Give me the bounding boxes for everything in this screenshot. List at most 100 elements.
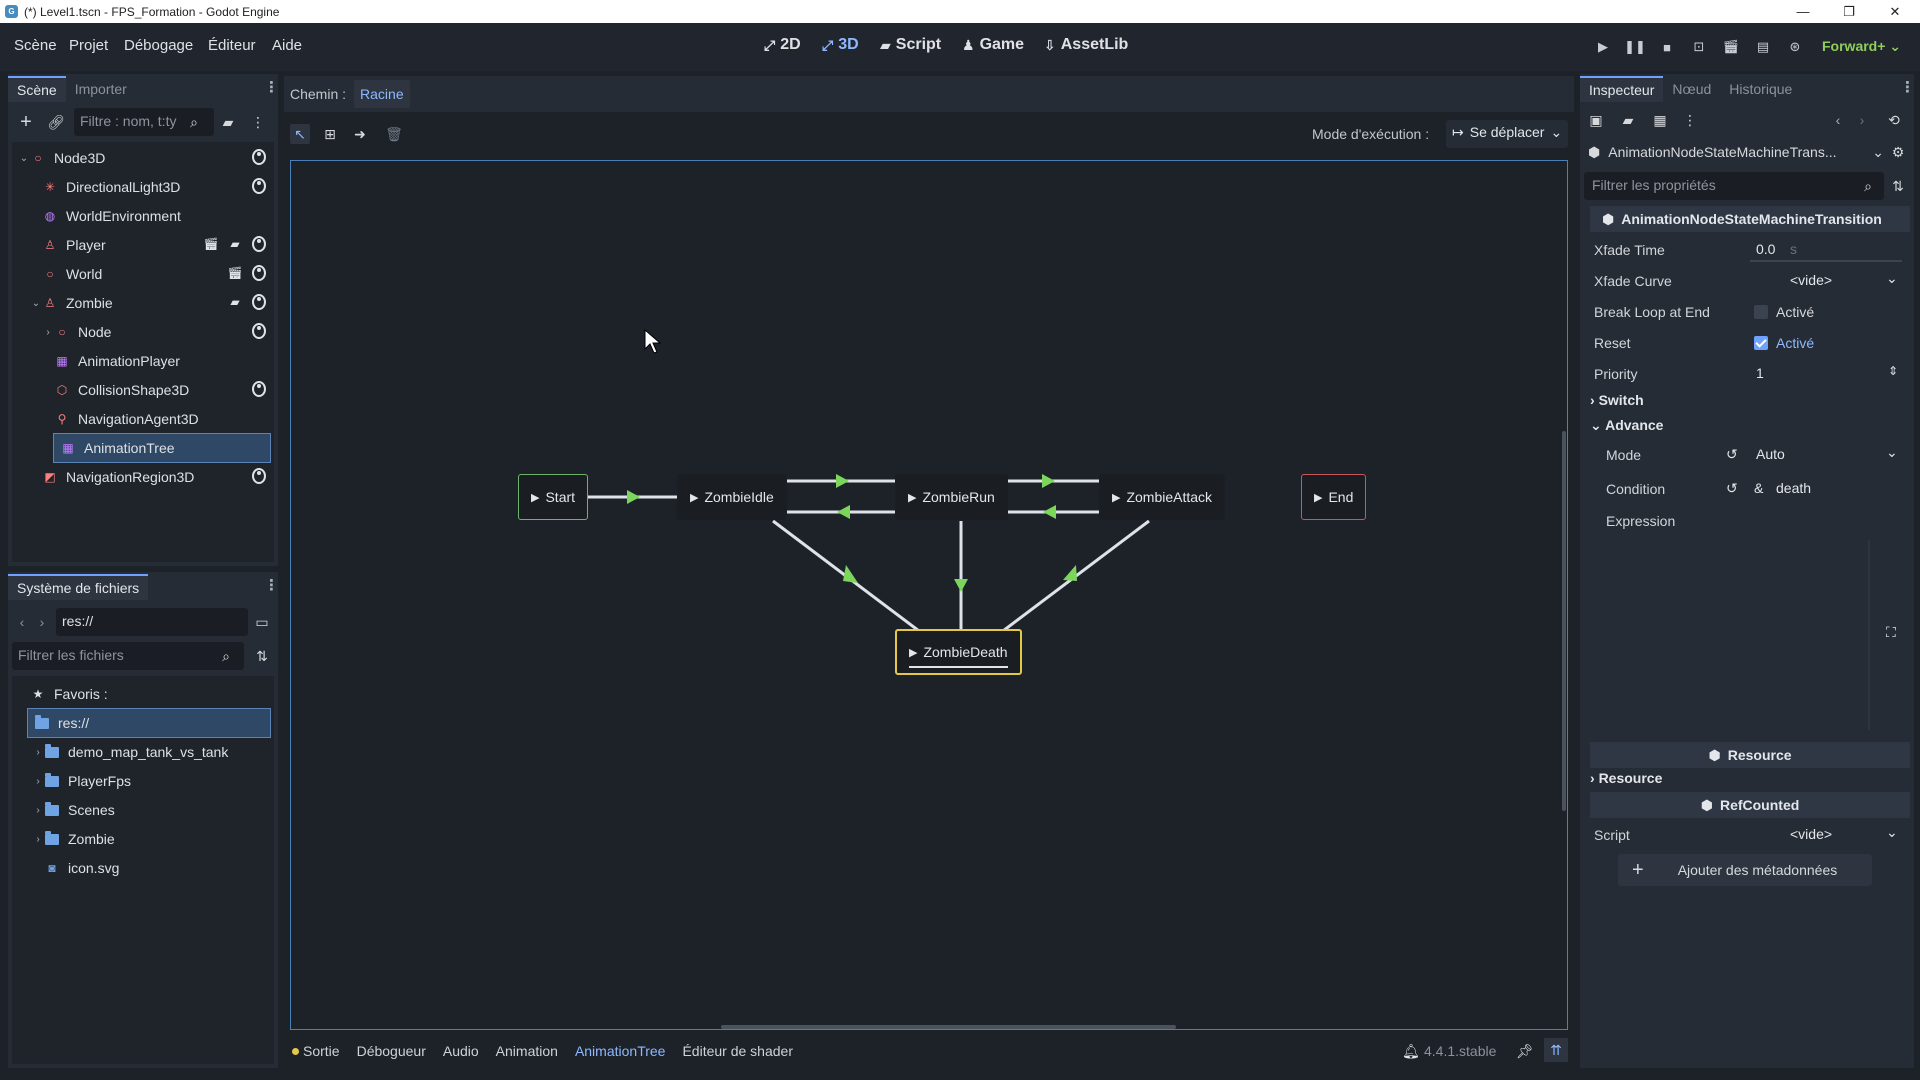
tab-animation[interactable]: Animation <box>495 1043 558 1059</box>
run-mode-select[interactable]: ↦ Se déplacer ⌄ <box>1446 120 1569 148</box>
tree-node-worldenvironment[interactable]: ◍ WorldEnvironment <box>12 202 274 230</box>
connect-tool-button[interactable]: ➜ <box>350 124 370 144</box>
tree-node-node[interactable]: › ○ Node <box>12 318 274 346</box>
tree-node-navigationregion3d[interactable]: ◩ NavigationRegion3D <box>12 463 274 491</box>
sort-button[interactable]: ⇅ <box>252 646 272 666</box>
version-label[interactable]: 4.4.1.stable <box>1424 1043 1497 1059</box>
attach-script-button[interactable]: ▰ <box>218 112 238 132</box>
filesystem-dock-menu-icon[interactable]: ⋮ <box>264 577 279 594</box>
expression-code-editor[interactable] <box>1600 540 1870 730</box>
close-button[interactable]: ✕ <box>1889 3 1901 19</box>
tree-node-world[interactable]: ○ World 🎬︎ <box>12 260 274 288</box>
play-icon[interactable]: ▶ <box>1112 491 1121 504</box>
visibility-eye-icon[interactable] <box>252 294 266 310</box>
workspace-game-button[interactable]: ♟Game <box>962 36 1025 53</box>
open-resource-button[interactable]: ▰ <box>1618 110 1638 130</box>
back-button[interactable]: ‹ <box>12 612 32 632</box>
open-in-editor-icon[interactable]: 🎬︎ <box>203 237 219 251</box>
folder-playerfps[interactable]: › PlayerFps <box>12 767 274 795</box>
play-icon[interactable]: ▶ <box>909 646 918 659</box>
scene-filter-input[interactable]: Filtre : nom, t:ty <box>74 108 214 136</box>
movie-maker-button[interactable]: ⊛ <box>1786 38 1804 56</box>
state-node-zombie-death[interactable]: ▶ZombieDeath <box>895 629 1022 675</box>
group-advance[interactable]: ⌄ Advance <box>1590 417 1664 433</box>
file-icon-svg[interactable]: ◙ icon.svg <box>12 854 274 882</box>
sort-properties-button[interactable]: ⇅ <box>1888 176 1908 196</box>
inspector-dock-menu-icon[interactable]: ⋮ <box>1900 79 1915 96</box>
horizontal-scrollbar[interactable] <box>721 1025 1176 1029</box>
scene-dock-menu-icon[interactable]: ⋮ <box>264 79 279 96</box>
tree-node-collisionshape3d[interactable]: ⬡ CollisionShape3D <box>12 376 274 404</box>
menu-help[interactable]: Aide <box>272 37 303 54</box>
expand-bottom-panel-button[interactable]: ⇈ <box>1544 1038 1568 1062</box>
visibility-eye-icon[interactable] <box>252 178 266 194</box>
tree-node-zombie[interactable]: ⌄ ♙ Zombie ▰ <box>12 289 274 317</box>
filesystem-path-input[interactable]: res:// <box>56 608 248 636</box>
tab-shader-editor[interactable]: Éditeur de shader <box>682 1043 793 1059</box>
folder-demo-map[interactable]: › demo_map_tank_vs_tank <box>12 738 274 766</box>
folder-scenes[interactable]: › Scenes <box>12 796 274 824</box>
play-scene-button[interactable]: 🎬︎ <box>1722 38 1740 56</box>
tree-node-player[interactable]: ♙ Player 🎬︎ ▰ <box>12 231 274 259</box>
mode-select[interactable]: Auto ⌄ <box>1756 444 1898 462</box>
state-node-zombie-attack[interactable]: ▶ZombieAttack <box>1099 474 1226 520</box>
tree-node-animationtree[interactable]: ▦ AnimationTree <box>53 433 271 463</box>
forward-button[interactable]: › <box>32 612 52 632</box>
play-icon[interactable]: ▶ <box>531 491 540 504</box>
add-node-button[interactable]: + <box>16 111 36 133</box>
tab-filesystem[interactable]: Système de fichiers <box>8 574 149 600</box>
state-node-start[interactable]: ▶Start <box>518 474 589 520</box>
revert-icon[interactable]: ↺ <box>1726 480 1738 496</box>
save-resource-button[interactable]: ▦ <box>1650 110 1670 130</box>
state-node-zombie-idle[interactable]: ▶ZombieIdle <box>677 474 787 520</box>
path-root-button[interactable]: Racine <box>354 80 410 108</box>
xfade-curve-select[interactable]: <vide> ⌄ <box>1790 270 1898 288</box>
pin-icon[interactable]: 📌︎ <box>1516 1042 1534 1059</box>
group-resource[interactable]: › Resource <box>1590 770 1663 786</box>
object-properties-button[interactable]: ⚙ <box>1888 142 1908 162</box>
reset-checkbox[interactable]: Activé <box>1754 335 1814 351</box>
state-machine-graph[interactable]: ▶Start ▶ZombieIdle ▶ZombieRun ▶ZombieAtt… <box>290 160 1568 1030</box>
play-custom-scene-button[interactable]: ▤ <box>1754 38 1772 56</box>
tab-scene[interactable]: Scène <box>8 76 66 102</box>
remote-debug-button[interactable]: ⊡ <box>1690 38 1708 56</box>
workspace-3d-button[interactable]: ⤢3D <box>822 36 859 53</box>
scene-tree-menu-button[interactable]: ⋮ <box>248 112 268 132</box>
tree-node-node3d[interactable]: ⌄ ○ Node3D <box>12 144 274 172</box>
folder-zombie[interactable]: › Zombie <box>12 825 274 853</box>
tab-inspector[interactable]: Inspecteur <box>1580 76 1664 102</box>
visibility-eye-icon[interactable] <box>252 236 266 252</box>
history-forward-button[interactable]: › <box>1852 110 1872 130</box>
favorites-header[interactable]: ★ Favoris : <box>12 680 274 708</box>
script-icon[interactable]: ▰ <box>230 237 240 251</box>
instance-scene-button[interactable]: 🔗︎ <box>46 112 66 132</box>
workspace-assetlib-button[interactable]: ⇩AssetLib <box>1044 36 1129 53</box>
tab-debugger[interactable]: Débogueur <box>356 1043 426 1059</box>
revert-icon[interactable]: ↺ <box>1726 446 1738 462</box>
minimize-button[interactable]: — <box>1796 4 1810 19</box>
condition-input[interactable]: death <box>1776 480 1812 496</box>
delete-button[interactable]: 🗑︎ <box>384 124 404 144</box>
tab-history[interactable]: Historique <box>1729 81 1793 97</box>
visibility-eye-icon[interactable] <box>252 468 266 484</box>
visibility-eye-icon[interactable] <box>252 381 266 397</box>
group-switch[interactable]: › Switch <box>1590 392 1644 408</box>
play-icon[interactable]: ▶ <box>690 491 699 504</box>
object-history-button[interactable]: ⟲ <box>1884 110 1904 130</box>
tab-node[interactable]: Nœud <box>1672 81 1712 97</box>
play-icon[interactable]: ▶ <box>908 491 917 504</box>
select-tool-button[interactable]: ↖ <box>290 124 310 144</box>
expand-editor-icon[interactable]: ⛶ <box>1886 624 1896 640</box>
script-select[interactable]: <vide> ⌄ <box>1790 824 1898 842</box>
priority-spinbox[interactable]: 1 ⇕ <box>1756 364 1899 381</box>
maximize-button[interactable]: ❐ <box>1843 3 1855 19</box>
workspace-script-button[interactable]: ▰Script <box>880 36 942 53</box>
visibility-eye-icon[interactable] <box>252 265 266 281</box>
renderer-selector[interactable]: Forward+ ⌄ <box>1822 38 1902 54</box>
tree-node-navigationagent3d[interactable]: ⚲ NavigationAgent3D <box>12 405 274 433</box>
menu-debug[interactable]: Débogage <box>124 37 194 54</box>
filesystem-filter-input[interactable]: Filtrer les fichiers <box>12 642 244 670</box>
property-filter-input[interactable]: Filtrer les propriétés <box>1584 172 1884 200</box>
add-metadata-button[interactable]: + Ajouter des métadonnées <box>1618 854 1872 886</box>
history-back-button[interactable]: ‹ <box>1828 110 1848 130</box>
